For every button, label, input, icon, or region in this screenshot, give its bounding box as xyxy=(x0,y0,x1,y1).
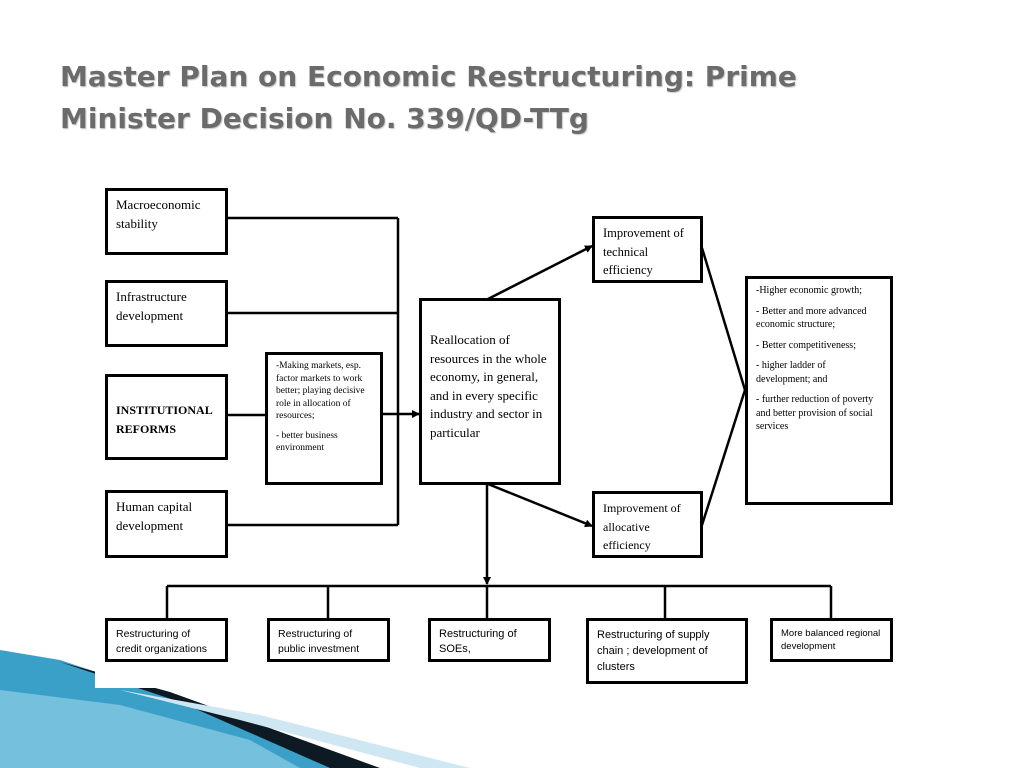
box-institutional-detail: -Making markets, esp. factor markets to … xyxy=(265,352,383,485)
human-line-1: Human capital xyxy=(116,499,193,514)
slide-title-line-1: Master Plan on Economic Restructuring: P… xyxy=(60,60,797,93)
technical-efficiency-text: Improvement of technical efficiency xyxy=(603,226,684,277)
box-macroeconomic-stability: Macroeconomic stability xyxy=(105,188,228,255)
slide-title-line-2: Minister Decision No. 339/QD-TTg xyxy=(60,102,589,135)
box-restructuring-credit-organizations: Restructuring of credit organizations xyxy=(105,618,228,662)
macro-line-2: stability xyxy=(116,215,158,231)
box-resource-reallocation: Reallocation of resources in the whole e… xyxy=(419,298,561,485)
connector-lines xyxy=(165,216,833,618)
institutional-line-1: INSTITUTIONAL xyxy=(116,403,213,417)
slide-title: Master Plan on Economic Restructuring: P… xyxy=(60,56,960,140)
restructuring-supply-chain-text: Restructuring of supply chain ; developm… xyxy=(597,629,710,673)
outcome-item: - higher ladder of development; and xyxy=(756,360,828,385)
restructuring-soes-text: Restructuring of SOEs, xyxy=(439,628,517,655)
outcome-item: - further reduction of poverty and bette… xyxy=(756,394,874,432)
box-human-capital-development: Human capital development xyxy=(105,490,228,558)
infra-line-2: development xyxy=(116,307,184,323)
outcome-item: - Better and more advanced economic stru… xyxy=(756,305,867,331)
restructuring-investment-text: Restructuring of public investment xyxy=(278,628,360,655)
box-restructuring-public-investment: Restructuring of public investment xyxy=(267,618,390,662)
box-allocative-efficiency: Improvement of allocative efficiency xyxy=(592,491,703,558)
box-restructuring-supply-chain: Restructuring of supply chain ; developm… xyxy=(586,618,748,684)
box-regional-development: More balanced regional development xyxy=(770,618,893,662)
box-technical-efficiency: Improvement of technical efficiency xyxy=(592,216,703,283)
box-infrastructure-development: Infrastructure development xyxy=(105,280,228,347)
outcome-item: -Higher economic growth; xyxy=(756,285,863,296)
institutional-detail-item-1: -Making markets, esp. factor markets to … xyxy=(276,361,365,421)
restructuring-credit-text: Restructuring of credit organizations xyxy=(116,628,208,655)
restructuring-diagram: Macroeconomic stability Infrastructure d… xyxy=(95,178,905,688)
resource-reallocation-text: Reallocation of resources in the whole e… xyxy=(430,332,547,440)
macro-line-1: Macroeconomic xyxy=(116,197,201,212)
institutional-line-2: REFORMS xyxy=(116,421,176,436)
regional-development-text: More balanced regional development xyxy=(781,628,881,652)
infra-line-1: Infrastructure xyxy=(116,289,187,304)
outcome-item: - Better competitiveness; xyxy=(756,339,856,351)
box-outcomes: -Higher economic growth; - Better and mo… xyxy=(745,276,893,505)
box-restructuring-soes: Restructuring of SOEs, xyxy=(428,618,551,662)
allocative-efficiency-text: Improvement of allocative efficiency xyxy=(603,501,681,552)
box-institutional-reforms: INSTITUTIONAL REFORMS xyxy=(105,374,228,460)
human-line-2: development xyxy=(116,517,184,533)
institutional-detail-item-2: - better business environment xyxy=(276,430,338,454)
